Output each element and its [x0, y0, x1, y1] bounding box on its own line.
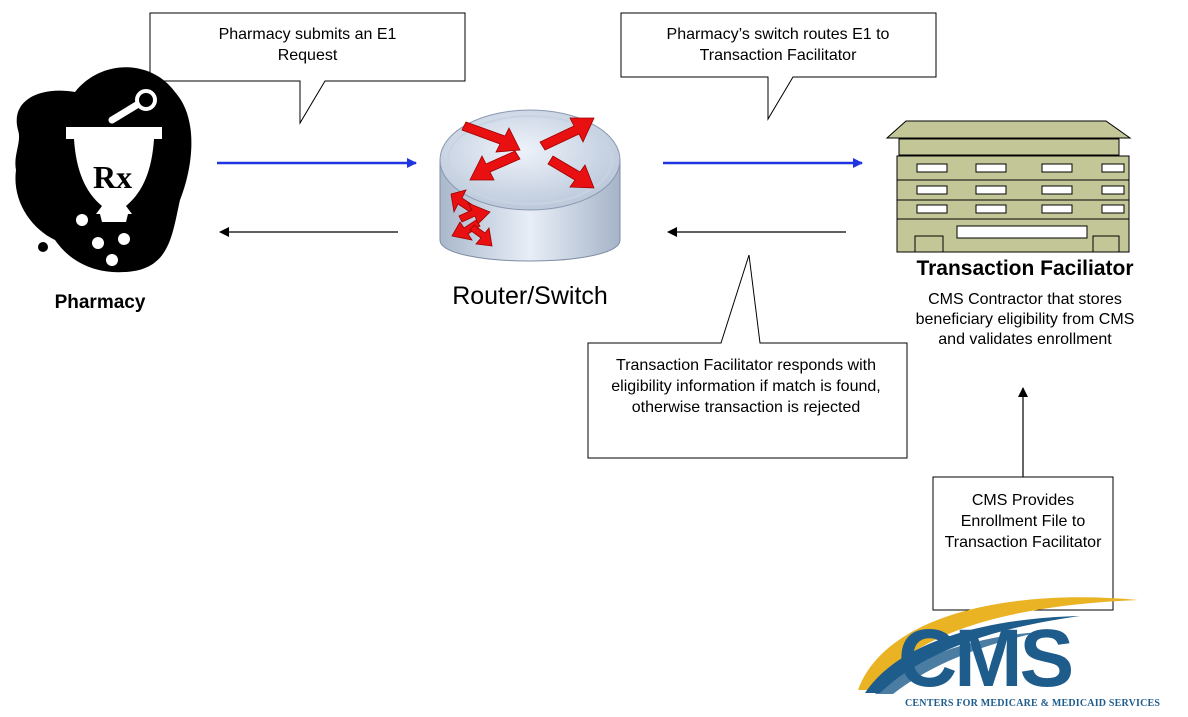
callout-cms-provides-text: CMS Provides Enrollment File to Transact… — [944, 492, 1102, 551]
router-switch-label: Router/Switch — [452, 282, 608, 310]
callout-pharmacy-submits — [149, 12, 466, 125]
callout-tf-responds — [587, 254, 908, 459]
callout-tf-responds-text: Transaction Facilitator responds with el… — [611, 357, 881, 416]
mortar-pestle-rx-icon: Rx — [15, 67, 192, 273]
transaction-facilitator-description: CMS Contractor that stores beneficiary e… — [915, 291, 1135, 348]
cms-logo: CMS — [858, 597, 1138, 704]
callout-pharmacy-submits-text: Pharmacy submits an E1 Request — [218, 26, 397, 64]
rx-symbol: Rx — [93, 159, 132, 195]
router-icon — [439, 109, 621, 262]
office-building-icon — [885, 120, 1132, 253]
transaction-facilitator-title: Transaction Faciliator — [916, 257, 1134, 280]
pharmacy-label: Pharmacy — [54, 292, 146, 313]
callout-switch-routes — [620, 12, 937, 121]
cms-logo-subtext: CENTERS FOR MEDICARE & MEDICAID SERVICES — [905, 698, 1161, 709]
cms-logo-text: CMS — [898, 613, 1072, 704]
callout-switch-routes-text: Pharmacy’s switch routes E1 to Transacti… — [666, 26, 890, 64]
